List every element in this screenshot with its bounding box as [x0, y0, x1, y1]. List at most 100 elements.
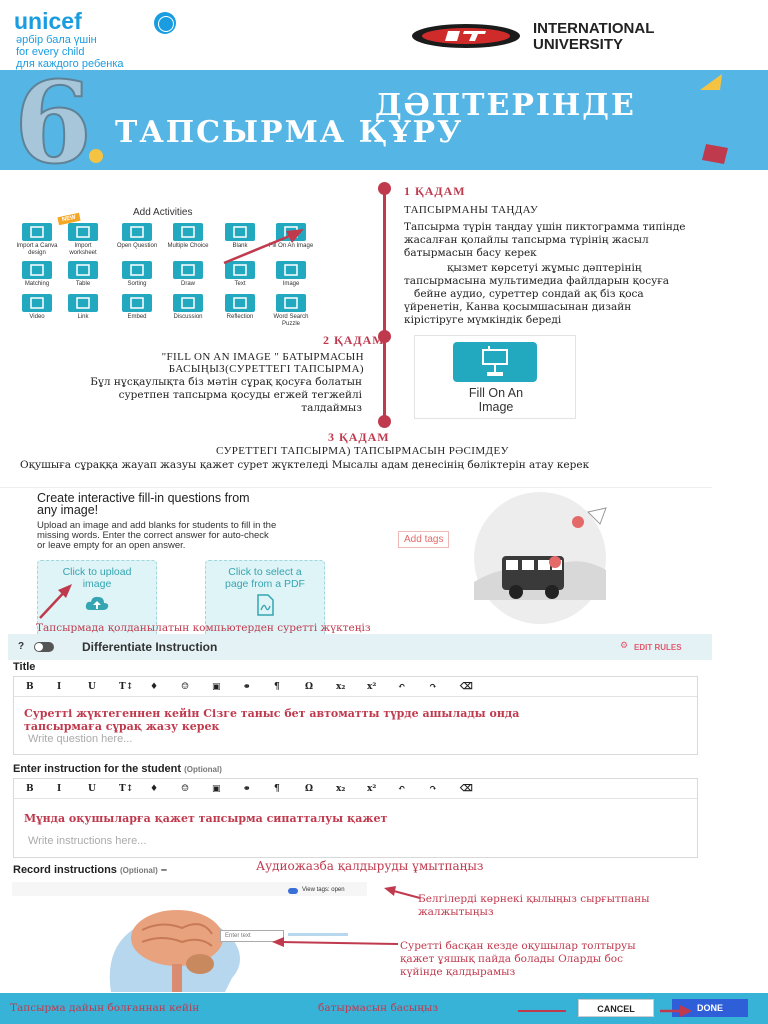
activity-label: Matching	[24, 281, 50, 287]
activity-matching[interactable]: Matching	[14, 261, 60, 288]
image-note-line2: қажет ұяшық пайда болады Оларды бос	[400, 953, 624, 965]
toolbar-button-4[interactable]: ♦	[150, 783, 159, 794]
toolbar-button-8[interactable]: ¶	[274, 681, 280, 692]
activity-label: Open Question	[116, 243, 158, 249]
toolbar-button-5[interactable]: ☺	[181, 783, 190, 794]
toolbar-button-13[interactable]: ↷	[429, 783, 437, 794]
activity-label: Sorting	[127, 281, 147, 287]
step-timeline	[383, 186, 386, 426]
activity-sorting[interactable]: Sorting	[114, 261, 160, 288]
cloud-upload-icon	[85, 596, 109, 610]
unicef-tagline-ru: для каждого ребенка	[16, 58, 124, 70]
edit-rules-link[interactable]: EDIT RULES	[634, 643, 682, 652]
enter-text-input[interactable]: Enter text	[220, 930, 284, 942]
fill-card-label-line2: Image	[478, 400, 514, 414]
toolbar-button-10[interactable]: x₂	[336, 783, 346, 794]
activity-label: Image	[282, 281, 300, 287]
activity-word-search-puzzle[interactable]: Word Search Puzzle	[268, 294, 314, 328]
activity-icon	[276, 261, 306, 279]
upload-image-label-line1: Click to upload	[62, 566, 132, 578]
toolbar-button-14[interactable]: ⌫	[460, 681, 473, 692]
activity-table[interactable]: Table	[60, 261, 106, 288]
toolbar-button-9[interactable]: Ω	[305, 783, 314, 794]
question-input-placeholder[interactable]: Write question here...	[28, 733, 133, 745]
upload-pointer-arrow-icon	[39, 584, 72, 619]
toolbar-button-2[interactable]: U	[88, 681, 96, 692]
toolbar-button-3[interactable]: T↕	[119, 783, 134, 794]
timeline-dot-2	[378, 330, 391, 343]
toolbar-button-8[interactable]: ¶	[274, 783, 280, 794]
help-question-mark[interactable]: ?	[18, 641, 25, 652]
activity-text[interactable]: Text	[217, 261, 263, 288]
toolbar-button-9[interactable]: Ω	[305, 681, 314, 692]
activity-icon	[68, 294, 98, 312]
footer-text-right: батырмасын басыңыз	[318, 1002, 439, 1014]
step1-text-1: Тапсырма түрін таңдау үшін пиктограмма т…	[404, 221, 768, 260]
activity-image[interactable]: Image	[268, 261, 314, 288]
activity-multiple-choice[interactable]: Multiple Choice	[165, 223, 211, 250]
toolbar-button-0[interactable]: B	[26, 681, 34, 692]
editor-subtext-line3: or leave empty for an open answer.	[37, 540, 186, 551]
activity-icon	[173, 294, 203, 312]
toolbar-button-3[interactable]: T↕	[119, 681, 134, 692]
toolbar-button-6[interactable]: ▣	[212, 783, 221, 794]
cancel-button[interactable]: CANCEL	[578, 999, 654, 1017]
activity-discussion[interactable]: Discussion	[165, 294, 211, 321]
toolbar-button-10[interactable]: x₂	[336, 681, 346, 692]
tags-note-line1: Белгілерді көрнекі қылыңыз сырғытпаны	[418, 893, 650, 905]
activity-blank[interactable]: Blank	[217, 223, 263, 250]
done-button[interactable]: DONE	[672, 999, 748, 1017]
done-pointer-arrow-icon	[518, 1010, 566, 1012]
activity-pointer-arrow-icon	[223, 229, 304, 265]
activity-label: Fill On An Image	[268, 243, 314, 249]
toolbar-button-12[interactable]: ↶	[398, 681, 406, 692]
toolbar-button-2[interactable]: U	[88, 783, 96, 794]
university-name-line2: UNIVERSITY	[533, 36, 624, 53]
step1-heading: 1 ҚАДАМ	[404, 184, 466, 198]
activity-open-question[interactable]: Open Question	[114, 223, 160, 250]
activity-embed[interactable]: Embed	[114, 294, 160, 321]
toolbar-button-5[interactable]: ☺	[181, 681, 190, 692]
activity-draw[interactable]: Draw	[165, 261, 211, 288]
toolbar-button-11[interactable]: x²	[367, 681, 377, 692]
differentiate-instruction-label: Differentiate Instruction	[82, 640, 218, 654]
activity-link[interactable]: Link	[60, 294, 106, 321]
toolbar-button-7[interactable]: ⚭	[243, 783, 251, 794]
toolbar-button-1[interactable]: I	[57, 681, 62, 692]
differentiate-instruction-bar: ? Differentiate Instruction ⚙ EDIT RULES	[8, 634, 712, 660]
instruction-label-text: Enter instruction for the student	[13, 763, 182, 775]
toolbar-button-12[interactable]: ↶	[398, 783, 406, 794]
toolbar-button-11[interactable]: x²	[367, 783, 377, 794]
activity-label: Embed	[127, 314, 147, 320]
differentiate-toggle[interactable]	[34, 642, 54, 652]
toolbar-button-1[interactable]: I	[57, 783, 62, 794]
toolbar-button-6[interactable]: ▣	[212, 681, 221, 692]
timeline-dot-1	[378, 182, 391, 195]
toolbar-button-14[interactable]: ⌫	[460, 783, 473, 794]
step3-text: Оқушыға сұраққа жауап жазуы қажет сурет …	[20, 459, 590, 471]
activity-import-a-canva-design[interactable]: Import a Canva design	[14, 223, 60, 257]
activity-label: Word Search Puzzle	[273, 314, 309, 327]
step1-text-1-line1: Тапсырма түрін таңдау үшін пиктограмма т…	[404, 221, 686, 233]
select-pdf-label-line1: Click to select a	[228, 566, 302, 578]
activity-reflection[interactable]: Reflection	[217, 294, 263, 321]
timeline-dot-3	[378, 415, 391, 428]
fill-on-an-image-button[interactable]: Fill On An Image	[414, 335, 576, 419]
activity-label: Blank	[232, 243, 248, 249]
toolbar-button-13[interactable]: ↷	[429, 681, 437, 692]
activity-icon	[122, 294, 152, 312]
instruction-input-placeholder[interactable]: Write instructions here...	[28, 835, 147, 847]
gear-icon[interactable]: ⚙	[620, 641, 629, 651]
step1-text-2-line1: қызмет көрсетуі жұмыс дәптерінің	[447, 262, 642, 274]
toolbar-button-0[interactable]: B	[26, 783, 34, 794]
editor-subtext-line2: missing words. Enter the correct answer …	[37, 530, 269, 541]
activity-video[interactable]: Video	[14, 294, 60, 321]
toolbar-button-4[interactable]: ♦	[150, 681, 159, 692]
step1-text-2: қызмет көрсетуі жұмыс дәптерінің тапсырм…	[404, 262, 768, 327]
view-tags-toggle[interactable]	[288, 888, 298, 894]
toolbar-button-7[interactable]: ⚭	[243, 681, 251, 692]
activity-import-worksheet[interactable]: Import worksheet	[60, 223, 106, 257]
